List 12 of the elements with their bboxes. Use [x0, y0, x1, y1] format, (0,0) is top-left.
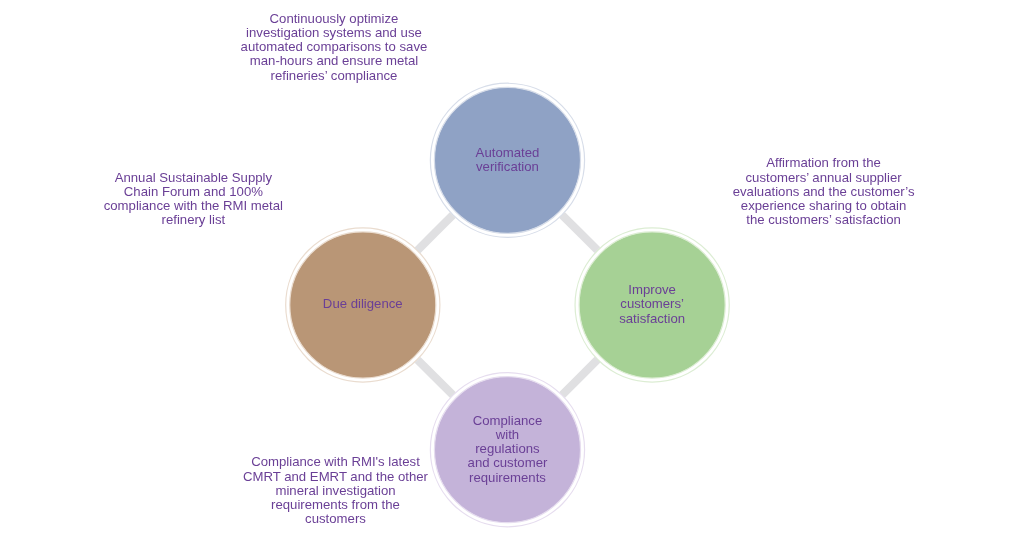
connector — [414, 212, 456, 254]
node-circle: Due diligence — [284, 227, 440, 383]
node-circle: Improve customers’ satisfaction — [573, 227, 730, 383]
node-label: Annual Sustainable Supply Chain Forum and 100% compliance with the RMI metal refinery list — [103, 169, 283, 228]
node-label: Affirmation from the customers’ annual supplier evaluations and the customer’s experience sharing to obtain the customers’ satisfaction — [732, 155, 915, 228]
node-label: Compliance with RMI's latest CMRT and EMRT and the other mineral investigation requirements from the customers — [242, 454, 428, 527]
connector — [414, 356, 456, 398]
node-label: Continuously optimize investigation systems and use automated comparisons to save man-hours and ensure metal refineries’ compliance — [240, 10, 427, 83]
node-circle: Compliance with regulations and customer requirements — [429, 371, 585, 528]
connector — [558, 356, 600, 398]
connector — [558, 212, 600, 254]
node-circle: Automated verification — [429, 82, 585, 239]
